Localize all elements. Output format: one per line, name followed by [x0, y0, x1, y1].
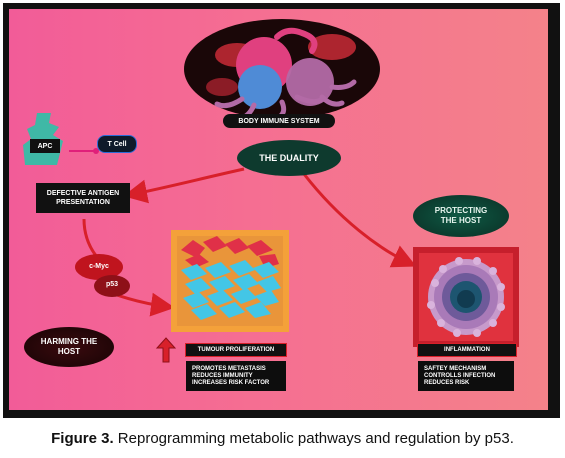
arrow-to-defective — [123, 167, 245, 204]
cmyc-label: c-Myc — [89, 263, 109, 270]
harming-host-node: HARMING THE HOST — [24, 327, 114, 367]
caption-label: Figure 3. — [51, 430, 114, 447]
t-cell-label: T Cell — [97, 135, 137, 153]
inflammation-bullet-list: SAFTEY MECHANISM CONTROLLS INFECTION RED… — [418, 361, 514, 391]
protecting-host-node: PROTECTING THE HOST — [413, 195, 509, 237]
tumour-proliferation-label: TUMOUR PROLIFERATION — [185, 343, 287, 357]
inflammation-bullet: SAFTEY MECHANISM — [424, 366, 487, 372]
tumour-proliferation-image — [171, 230, 289, 332]
caption-text: Reprogramming metabolic pathways and reg… — [113, 430, 514, 447]
tumour-bullet-list: PROMOTES METASTASIS REDUCES IMMUNITY INC… — [186, 361, 286, 391]
immune-system-oval — [184, 19, 380, 122]
increase-arrow-icon — [155, 337, 177, 363]
figure-caption: Figure 3. Reprogramming metabolic pathwa… — [0, 430, 565, 447]
inflammation-label: INFLAMMATION — [417, 343, 517, 357]
duality-node: THE DUALITY — [237, 140, 341, 176]
diagram-canvas: BODY IMMUNE SYSTEM THE DUALITY APC T Cel… — [9, 9, 548, 410]
apc-label: APC — [30, 139, 60, 153]
immune-system-label: BODY IMMUNE SYSTEM — [223, 114, 335, 128]
arrow-to-inflammation — [302, 173, 417, 268]
p53-label: p53 — [105, 281, 119, 288]
defective-antigen-box: DEFECTIVE ANTIGEN PRESENTATION — [36, 183, 130, 213]
inflammation-bullet: CONTROLLS INFECTION — [424, 373, 496, 379]
cmyc-p53-node — [75, 254, 130, 297]
inflammation-image — [413, 247, 519, 347]
tumour-bullet: INCREASES RISK FACTOR — [192, 380, 270, 386]
tumour-bullet: REDUCES IMMUNITY — [192, 373, 253, 379]
tumour-bullet: PROMOTES METASTASIS — [192, 366, 266, 372]
inflammation-bullet: REDUCES RISK — [424, 380, 470, 386]
